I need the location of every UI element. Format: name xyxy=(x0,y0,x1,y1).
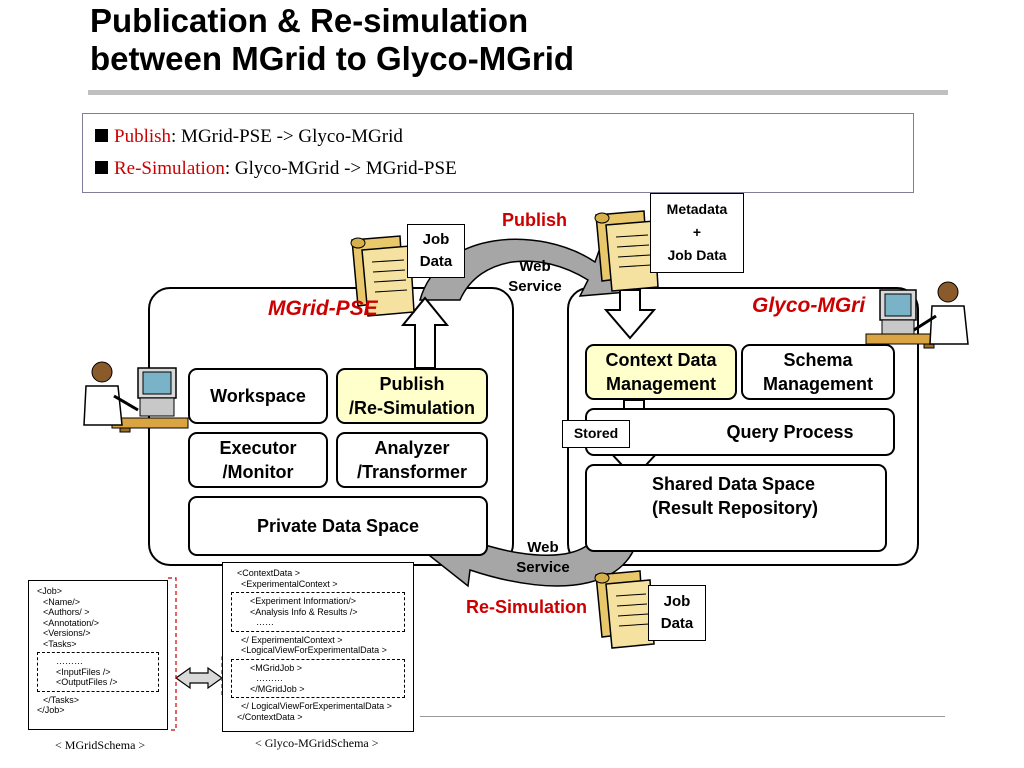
xml-line: </ ExperimentalContext > xyxy=(241,634,343,645)
mgrid-schema-caption: < MGridSchema > xyxy=(55,738,146,752)
title-divider xyxy=(88,90,948,95)
context-line-2: Management xyxy=(605,374,717,394)
executor-line-2: /Monitor xyxy=(222,462,294,482)
glyco-schema-box: <ContextData > <ExperimentalContext > <E… xyxy=(222,562,414,732)
xml-line: <LogicalViewForExperimentalData > xyxy=(241,645,387,655)
stored-tag: Stored xyxy=(562,420,630,448)
glyco-schema-caption: < Glyco-MGridSchema > xyxy=(255,736,379,750)
query-process-box: Query Process xyxy=(585,408,895,456)
resimulation-curved-arrow xyxy=(418,519,641,588)
executor-line-1: Executor xyxy=(219,438,297,458)
web-service-top-line-2: Service xyxy=(508,278,562,295)
glyco-schema-dashed-group-2: <MGridJob > ……… </MGridJob > xyxy=(231,658,405,698)
glyco-schema-dashed-group-1: <Experiment Information/> <Analysis Info… xyxy=(231,592,405,632)
web-service-top-line-1: Web xyxy=(519,258,551,275)
xml-line: <Analysis Info & Results /> xyxy=(250,606,358,617)
job-data-bottom-line-2: Data xyxy=(660,615,694,632)
web-service-bottom-line-2: Service xyxy=(516,559,570,576)
context-data-management-box: Context Data Management xyxy=(585,344,737,400)
square-bullet-icon xyxy=(95,161,108,174)
publish-resimulation-box: Publish /Re-Simulation xyxy=(336,368,488,424)
summary-box: Publish: MGrid-PSE -> Glyco-MGrid Re-Sim… xyxy=(82,113,914,193)
xml-line: <InputFiles /> xyxy=(56,666,111,677)
xml-line: </ LogicalViewForExperimentalData > xyxy=(241,701,392,711)
xml-line: <Experiment Information/> xyxy=(250,596,357,606)
publish-label: Publish xyxy=(502,210,568,230)
job-data-tag-left: Job Data xyxy=(407,224,465,278)
publish-resimulation-line-1: Publish xyxy=(379,374,445,394)
scroll-icon-bottom xyxy=(594,570,655,649)
analyzer-line-2: /Transformer xyxy=(356,462,468,482)
xml-line: <Job> xyxy=(37,586,63,596)
metadata-line-3: Job Data xyxy=(667,247,727,263)
xml-line: <Name/> xyxy=(43,596,81,607)
title-line-1: Publication & Re-simulation xyxy=(90,2,529,39)
analyzer-line-1: Analyzer xyxy=(374,438,450,458)
scroll-icon-left xyxy=(350,235,415,317)
mgrid-schema-box: <Job> <Name/> <Authors/ > <Annotation/> … xyxy=(28,580,168,730)
mgrid-pse-title: MGrid-PSE xyxy=(268,297,378,320)
shared-line-1: Shared Data Space xyxy=(652,474,816,494)
job-data-bottom-line-1: Job xyxy=(663,593,691,610)
private-data-space-box: Private Data Space xyxy=(188,496,488,556)
xml-line: ……… xyxy=(56,656,83,666)
resimulation-direction: : Glyco-MGrid -> MGrid-PSE xyxy=(224,158,457,179)
user-computer-icon-left xyxy=(83,361,189,433)
title-line-2: between MGrid to Glyco-MGrid xyxy=(90,40,575,77)
xml-line: …… xyxy=(256,617,274,627)
double-arrow xyxy=(174,666,224,690)
xml-line: <Versions/> xyxy=(43,628,91,638)
metadata-line-2: + xyxy=(692,224,702,240)
xml-line: <MGridJob > xyxy=(250,662,303,673)
schema-management-box: Schema Management xyxy=(741,344,895,400)
down-arrow-context xyxy=(603,289,657,340)
xml-line: ……… xyxy=(256,673,283,683)
web-service-bottom-label: Web Service xyxy=(510,538,576,578)
xml-line: </ContextData > xyxy=(237,711,303,722)
job-data-left-line-1: Job xyxy=(422,231,450,248)
executor-monitor-box: Executor /Monitor xyxy=(188,432,328,488)
web-service-top-label: Web Service xyxy=(502,257,568,297)
xml-line: <Tasks> xyxy=(43,638,77,649)
xml-line: <Authors/ > xyxy=(43,607,90,617)
job-data-tag-bottom: Job Data xyxy=(648,585,706,641)
schema-line-2: Management xyxy=(762,374,874,394)
resimulation-keyword: Re-Simulation xyxy=(114,158,225,179)
publish-keyword: Publish xyxy=(114,126,172,147)
square-bullet-icon xyxy=(95,129,108,142)
resimulation-label: Re-Simulation xyxy=(466,597,588,617)
user-computer-icon-right xyxy=(865,281,969,349)
shared-data-space-box: Shared Data Space (Result Repository) xyxy=(585,464,887,552)
xml-line: <OutputFiles /> xyxy=(56,677,118,687)
bottom-divider xyxy=(420,716,945,717)
xml-line: </MGridJob > xyxy=(250,683,305,694)
xml-line: <Annotation/> xyxy=(43,617,100,628)
xml-line: </Tasks> xyxy=(43,694,80,705)
workspace-box: Workspace xyxy=(188,368,328,424)
publish-resimulation-line-2: /Re-Simulation xyxy=(348,398,475,418)
summary-resimulation: Re-Simulation: Glyco-MGrid -> MGrid-PSE xyxy=(95,158,457,180)
job-data-left-line-2: Data xyxy=(419,253,453,270)
analyzer-transformer-box: Analyzer /Transformer xyxy=(336,432,488,488)
xml-line: <ContextData > xyxy=(237,568,301,578)
summary-publish: Publish: MGrid-PSE -> Glyco-MGrid xyxy=(95,126,403,148)
shared-line-2: (Result Repository) xyxy=(652,498,819,518)
page-title: Publication & Re-simulation between MGri… xyxy=(90,2,740,78)
up-arrow xyxy=(400,296,450,369)
glyco-mgrid-title: Glyco-MGri xyxy=(752,294,866,317)
mgrid-schema-dashed-group: ……… <InputFiles /> <OutputFiles /> xyxy=(37,652,159,692)
schema-line-1: Schema xyxy=(783,350,853,370)
publish-direction: : MGrid-PSE -> Glyco-MGrid xyxy=(171,126,403,147)
scroll-icon-top-right xyxy=(594,210,659,292)
xml-line: </Job> xyxy=(37,705,65,715)
metadata-line-1: Metadata xyxy=(666,201,728,217)
xml-line: <ExperimentalContext > xyxy=(241,578,338,589)
web-service-bottom-line-1: Web xyxy=(527,539,559,556)
metadata-job-data-tag: Metadata + Job Data xyxy=(650,193,744,273)
red-dashed-bracket xyxy=(168,577,177,731)
context-line-1: Context Data xyxy=(605,350,717,370)
